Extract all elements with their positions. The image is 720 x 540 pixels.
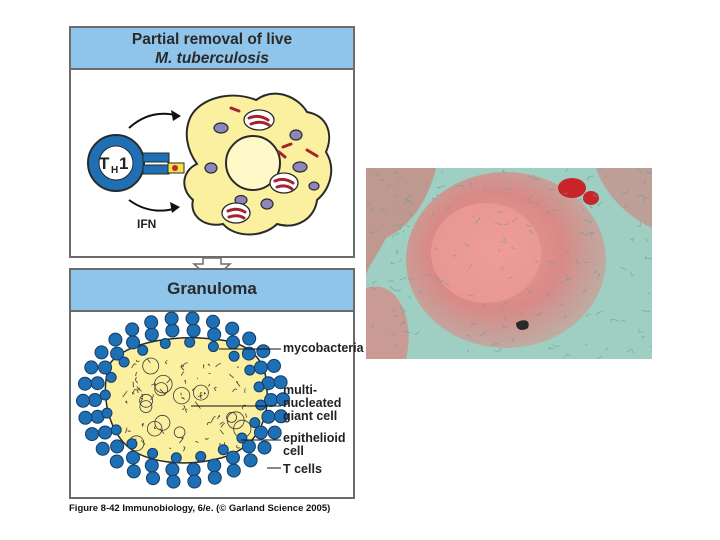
t-cell: [244, 454, 257, 467]
t-cell: [186, 312, 199, 325]
t-cell: [106, 372, 116, 382]
t-cell: [208, 459, 221, 472]
cell-membrane: [169, 448, 170, 449]
figure-caption: Figure 8-42 Immunobiology, 6/e. (© Garla…: [69, 503, 330, 514]
t-cell: [254, 361, 267, 374]
t-cell: [196, 452, 206, 462]
t-cell: [268, 426, 281, 439]
ifn-arrow-top: [129, 114, 179, 128]
t-cell: [147, 472, 160, 485]
t-cell: [91, 377, 104, 390]
t-cell: [99, 361, 112, 374]
t-cell: [208, 342, 218, 352]
t-cell: [145, 459, 158, 472]
t-cell: [188, 475, 201, 488]
t-cell: [258, 441, 271, 454]
t-cell: [85, 361, 98, 374]
t-cell: [187, 463, 200, 476]
t-cell: [265, 394, 278, 407]
micrograph-image: [366, 168, 652, 359]
t-cell: [126, 323, 139, 336]
t-cell: [185, 337, 195, 347]
label-t-cells: T cells: [283, 463, 322, 476]
t-cell: [145, 316, 158, 329]
t-cell: [250, 418, 260, 428]
t-cell: [127, 439, 137, 449]
t-cell: [111, 440, 124, 453]
t-cell: [127, 451, 140, 464]
t-cell: [102, 408, 112, 418]
t-cell: [100, 390, 110, 400]
t-cell: [79, 377, 92, 390]
t-cell: [145, 328, 158, 341]
granuloma-panel: Granuloma mycobacteria multi- nucleated …: [69, 268, 355, 499]
t-cell: [148, 448, 158, 458]
t-cell: [227, 336, 240, 349]
t-cell: [127, 465, 140, 478]
t-cell: [165, 312, 178, 325]
t-cell: [237, 433, 247, 443]
t-cell: [254, 382, 264, 392]
t-cell: [111, 425, 121, 435]
macrophage-activation-panel: Partial removal of live M. tuberculosis: [69, 26, 355, 258]
label-mycobacteria: mycobacteria: [283, 342, 364, 355]
t-cell: [218, 445, 228, 455]
t-cell-receptor: [143, 153, 169, 162]
t-cell: [243, 332, 256, 345]
t-cell: [226, 322, 239, 335]
t-cell: [160, 339, 170, 349]
t-cell: [138, 345, 148, 355]
granuloma-micrograph: [366, 168, 652, 359]
th1-label: T: [99, 154, 110, 173]
t-cell: [96, 442, 109, 455]
t-cell: [171, 453, 181, 463]
ifn-label: IFN: [137, 217, 156, 231]
t-cell: [109, 333, 122, 346]
t-cell: [268, 359, 281, 372]
t-cell: [245, 365, 255, 375]
t-cell: [127, 336, 140, 349]
t-cell: [187, 324, 200, 337]
label-epithelioid-2: cell: [283, 445, 304, 458]
t-cell: [166, 463, 179, 476]
t-cell: [166, 324, 179, 337]
svg-text:1: 1: [119, 154, 128, 173]
t-cell: [257, 345, 270, 358]
t-cell: [227, 451, 240, 464]
t-cell: [207, 315, 220, 328]
t-cell: [77, 394, 90, 407]
t-cell: [119, 357, 129, 367]
t-cell: [227, 464, 240, 477]
t-cell: [254, 426, 267, 439]
ifn-arrow-bottom: [129, 200, 177, 211]
t-cell: [110, 455, 123, 468]
t-cell: [89, 394, 102, 407]
t-cell: [95, 346, 108, 359]
t-cell: [167, 475, 180, 488]
label-giant-cell-3: giant cell: [283, 410, 337, 423]
t-cell: [256, 400, 266, 410]
t-cell: [229, 351, 239, 361]
t-cell: [86, 428, 99, 441]
t-cell: [262, 410, 275, 423]
t-cell: [79, 411, 92, 424]
t-cell: [99, 426, 112, 439]
svg-text:H: H: [111, 165, 118, 176]
t-cell: [208, 328, 221, 341]
t-cell: [208, 471, 221, 484]
macrophage-activation-illustration: T H 1 IFN: [71, 28, 353, 256]
